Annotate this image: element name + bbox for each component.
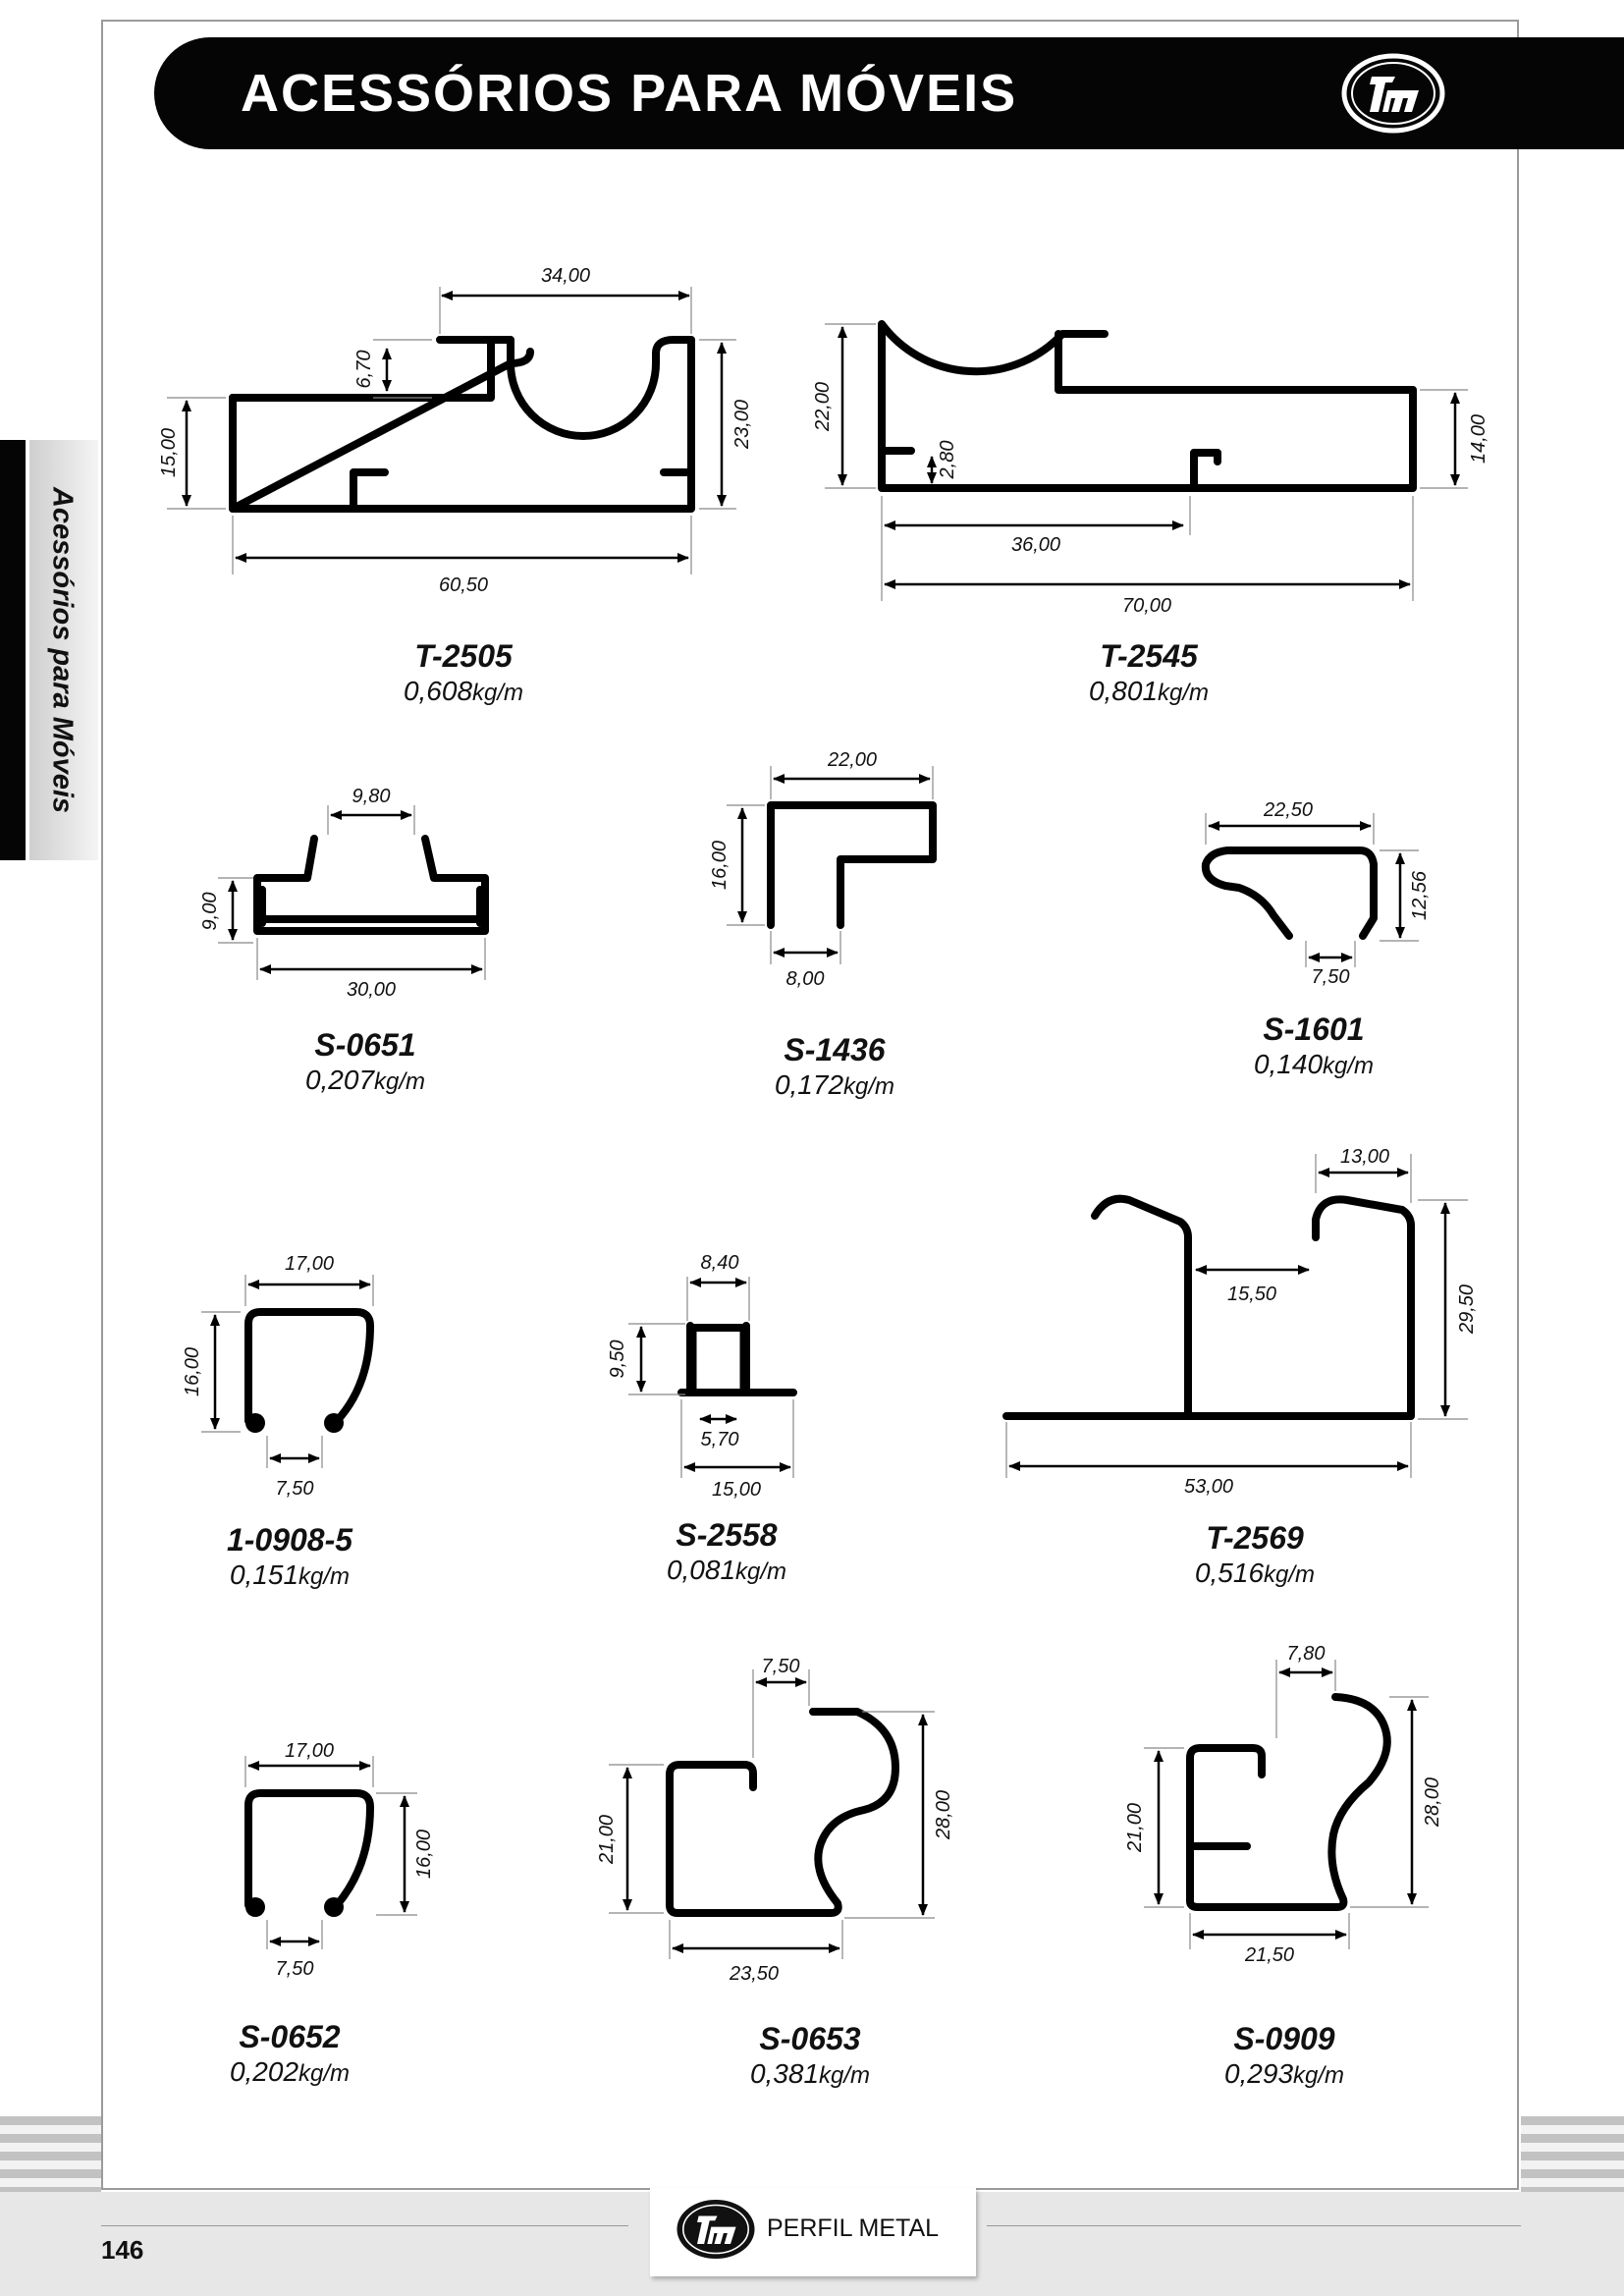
product-weight: 0,202kg/m [229, 2056, 351, 2087]
profile-1-0908-5-drawing: 17,00 16,00 7,50 [182, 1253, 374, 1500]
profile-s-2558-drawing: 8,40 9,50 5,70 15,00 [607, 1252, 797, 1501]
dim-label: 36,00 [1011, 534, 1060, 556]
dim-label: 7,50 [276, 1958, 314, 1980]
dim-label: 15,50 [1227, 1284, 1276, 1305]
profile-s-0652-drawing: 17,00 16,00 7,50 [244, 1740, 435, 1980]
dim-label: 13,00 [1340, 1146, 1389, 1168]
product-code: S-1601 [1263, 1011, 1365, 1047]
dim-label: 7,50 [276, 1478, 314, 1500]
product-code: S-0652 [239, 2019, 341, 2054]
perfil-metal-logo-icon [677, 2199, 755, 2260]
dim-label: 53,00 [1184, 1476, 1233, 1498]
product-weight: 0,608kg/m [403, 676, 524, 706]
product-code: T-2505 [414, 638, 513, 674]
product-code: S-0909 [1233, 2021, 1335, 2056]
dim-label: 60,50 [439, 574, 488, 596]
dim-label: 30,00 [347, 979, 396, 1001]
dim-label: 15,00 [712, 1479, 761, 1501]
dim-label: 9,50 [607, 1340, 628, 1379]
product-weight: 0,516kg/m [1194, 1558, 1316, 1588]
dim-label: 2,80 [937, 441, 958, 480]
profile-s-0909-drawing: 7,80 21,00 28,00 21,50 [1124, 1643, 1443, 1966]
product-weight: 0,081kg/m [666, 1555, 787, 1585]
product-code: T-2569 [1206, 1520, 1304, 1556]
footer-divider [101, 2225, 628, 2226]
dim-label: 9,00 [199, 893, 221, 931]
perfil-metal-logo-icon [1341, 53, 1445, 134]
dim-label: 12,56 [1409, 870, 1431, 920]
dim-label: 22,50 [1263, 799, 1313, 821]
profile-s-1601-drawing: 22,50 12,56 7,50 [1201, 799, 1431, 988]
dim-label: 5,70 [701, 1429, 739, 1450]
dim-label: 7,50 [1312, 966, 1350, 988]
dim-label: 23,50 [729, 1963, 779, 1985]
dim-label: 8,40 [701, 1252, 739, 1274]
dim-label: 16,00 [709, 841, 731, 890]
product-weight: 0,140kg/m [1253, 1049, 1375, 1079]
profile-t-2569-drawing: 13,00 15,50 29,50 53,00 [1002, 1146, 1478, 1498]
product-code: S-2558 [676, 1517, 778, 1553]
dim-label: 14,00 [1468, 414, 1489, 464]
product-weight: 0,151kg/m [229, 1559, 351, 1590]
page-number: 146 [101, 2235, 144, 2265]
footer-brand-name: PERFIL METAL [767, 2214, 940, 2242]
page-frame [101, 20, 1519, 2190]
dim-label: 6,70 [353, 351, 375, 389]
product-code: T-2545 [1100, 638, 1198, 674]
profile-t-2545-drawing: 22,00 2,80 14,00 36,00 70,00 [812, 320, 1489, 617]
dim-label: 16,00 [182, 1347, 203, 1396]
dim-label: 9,80 [352, 786, 391, 807]
dim-label: 21,00 [1124, 1803, 1146, 1853]
dim-label: 21,50 [1244, 1944, 1294, 1966]
dim-label: 28,00 [933, 1790, 954, 1840]
profile-s-0653-drawing: 7,50 21,00 28,00 23,50 [596, 1656, 954, 1985]
dim-label: 22,00 [812, 382, 834, 432]
dim-label: 34,00 [541, 265, 590, 287]
dim-label: 21,00 [596, 1815, 618, 1865]
product-code: S-1436 [784, 1032, 886, 1067]
dim-label: 22,00 [827, 749, 877, 771]
profile-t-2505-drawing: 34,00 6,70 15,00 23,00 60,50 [158, 265, 753, 596]
product-weight: 0,293kg/m [1223, 2058, 1345, 2089]
dim-label: 7,80 [1287, 1643, 1326, 1665]
product-code: S-0651 [314, 1027, 416, 1063]
footer-divider [987, 2225, 1521, 2226]
page-title: ACESSÓRIOS PARA MÓVEIS [241, 64, 1018, 123]
dim-label: 17,00 [285, 1253, 334, 1275]
product-weight: 0,207kg/m [304, 1065, 426, 1095]
profile-s-0651-drawing: 9,80 9,00 30,00 [199, 786, 489, 1001]
dim-label: 15,00 [158, 428, 180, 477]
dim-label: 8,00 [786, 968, 825, 990]
dim-label: 23,00 [731, 400, 753, 450]
dim-label: 17,00 [285, 1740, 334, 1762]
side-tab [0, 440, 98, 860]
product-weight: 0,172kg/m [774, 1069, 895, 1100]
product-code: S-0653 [759, 2021, 861, 2056]
dim-label: 16,00 [413, 1830, 435, 1879]
dim-label: 29,50 [1456, 1285, 1478, 1335]
dim-label: 70,00 [1122, 595, 1171, 617]
profile-s-1436-drawing: 22,00 16,00 8,00 [709, 749, 937, 990]
product-weight: 0,381kg/m [749, 2058, 871, 2089]
product-weight: 0,801kg/m [1088, 676, 1210, 706]
dim-label: 28,00 [1422, 1777, 1443, 1828]
dim-label: 7,50 [762, 1656, 800, 1677]
product-code: 1-0908-5 [226, 1522, 353, 1558]
